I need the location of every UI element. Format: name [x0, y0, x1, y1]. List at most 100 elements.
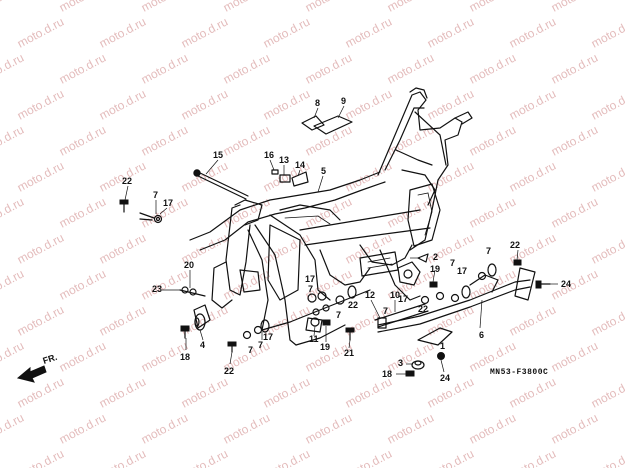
watermark-text: moto.d.ru — [589, 230, 625, 266]
callout-label: 20 — [184, 260, 194, 270]
watermark-text: moto.d.ru — [179, 446, 230, 468]
watermark-text: moto.d.ru — [589, 158, 625, 194]
watermark-text: moto.d.ru — [303, 122, 354, 158]
callout-label: 11 — [309, 334, 319, 344]
watermark-text: moto.d.ru — [467, 194, 518, 230]
watermark-text: moto.d.ru — [139, 266, 190, 302]
watermark-text: moto.d.ru — [221, 410, 272, 446]
watermark-text: moto.d.ru — [425, 14, 476, 50]
watermark-text: moto.d.ru — [507, 446, 558, 468]
callout-label: 7 — [450, 258, 455, 268]
watermark-text: moto.d.ru — [261, 14, 312, 50]
watermark-text: moto.d.ru — [303, 0, 354, 15]
watermark-text: moto.d.ru — [0, 50, 26, 86]
watermark-text: moto.d.ru — [385, 338, 436, 374]
watermark-text: moto.d.ru — [261, 446, 312, 468]
watermark-text: moto.d.ru — [549, 194, 600, 230]
watermark-text: moto.d.ru — [57, 0, 108, 15]
callout-label: 10 — [390, 290, 400, 300]
watermark-text: moto.d.ru — [0, 0, 26, 15]
callout-label: 17 — [398, 294, 408, 304]
callout-label: 17 — [163, 198, 173, 208]
callout-label: 7 — [383, 306, 388, 316]
watermark-text: moto.d.ru — [57, 194, 108, 230]
watermark-text: moto.d.ru — [467, 50, 518, 86]
callout-label: 15 — [213, 150, 223, 160]
callout-label: 17 — [305, 274, 315, 284]
callout-label: 6 — [479, 330, 484, 340]
watermark-text: moto.d.ru — [303, 50, 354, 86]
watermark-text: moto.d.ru — [425, 374, 476, 410]
watermark-text: moto.d.ru — [57, 50, 108, 86]
watermark-text: moto.d.ru — [549, 122, 600, 158]
callout-labels: 8 9 16 13 14 15 5 22 7 17 2 20 23 4 18 2… — [122, 96, 571, 383]
callout-label: 12 — [365, 290, 375, 300]
watermark-text: moto.d.ru — [139, 0, 190, 15]
callout-label: 22 — [510, 240, 520, 250]
callout-label: 7 — [248, 345, 253, 355]
callout-label: 7 — [336, 310, 341, 320]
front-direction-arrow: FR. — [16, 352, 59, 383]
watermark-text: moto.d.ru — [549, 50, 600, 86]
watermark-text: moto.d.ru — [97, 374, 148, 410]
diagram-code: MN53-F3800C — [490, 368, 548, 377]
watermark-text: moto.d.ru — [179, 374, 230, 410]
front-arrow-label: FR. — [42, 352, 59, 366]
callout-label: 7 — [308, 284, 313, 294]
callout-label: 18 — [180, 352, 190, 362]
callout-label: 24 — [561, 279, 571, 289]
frame-body — [189, 87, 536, 346]
callout-label: 7 — [153, 190, 158, 200]
watermark-text: moto.d.ru — [97, 86, 148, 122]
watermark-text: moto.d.ru — [343, 86, 394, 122]
watermark-text: moto.d.ru — [15, 302, 66, 338]
watermark-text: moto.d.ru — [97, 446, 148, 468]
callout-label: 18 — [382, 369, 392, 379]
watermark-text: moto.d.ru — [0, 122, 26, 158]
callout-label: 7 — [486, 246, 491, 256]
watermark-text: moto.d.ru — [57, 122, 108, 158]
watermark-text: moto.d.ru — [549, 338, 600, 374]
leader-lines — [124, 105, 558, 375]
callout-label: 22 — [224, 366, 234, 376]
callout-label: 16 — [264, 150, 274, 160]
callout-label: 13 — [279, 155, 289, 165]
watermark-text: moto.d.ru — [139, 50, 190, 86]
watermark-text: moto.d.ru — [589, 302, 625, 338]
watermark-text: moto.d.ru — [385, 0, 436, 15]
watermark-text: moto.d.ru — [15, 374, 66, 410]
watermark-text: moto.d.ru — [343, 14, 394, 50]
watermark-text: moto.d.ru — [261, 86, 312, 122]
watermark-text: moto.d.ru — [507, 158, 558, 194]
watermark-text: moto.d.ru — [507, 86, 558, 122]
watermark-text: moto.d.ru — [589, 446, 625, 468]
watermark-text: moto.d.ru — [179, 14, 230, 50]
watermark-text: moto.d.ru — [57, 266, 108, 302]
fasteners — [119, 115, 551, 377]
callout-label: 2 — [433, 252, 438, 262]
watermark-text: moto.d.ru — [343, 374, 394, 410]
watermark-text: moto.d.ru — [0, 338, 26, 374]
watermark-text: moto.d.ru — [549, 0, 600, 15]
watermark-text: moto.d.ru — [589, 86, 625, 122]
watermark-text: moto.d.ru — [179, 86, 230, 122]
callout-label: 17 — [457, 266, 467, 276]
callout-label: 3 — [398, 358, 403, 368]
watermark-text: moto.d.ru — [549, 410, 600, 446]
watermark-text: moto.d.ru — [57, 410, 108, 446]
watermark-text: moto.d.ru — [467, 410, 518, 446]
watermark-text: moto.d.ru — [0, 410, 26, 446]
watermark-text: moto.d.ru — [0, 194, 26, 230]
watermark-text: moto.d.ru — [343, 446, 394, 468]
watermark-text: moto.d.ru — [15, 86, 66, 122]
watermark-text: moto.d.ru — [139, 410, 190, 446]
watermark-text: moto.d.ru — [589, 14, 625, 50]
watermark-text: moto.d.ru — [221, 50, 272, 86]
watermark-text: moto.d.ru — [467, 0, 518, 15]
watermark-text: moto.d.ru — [97, 14, 148, 50]
callout-label: 21 — [344, 348, 354, 358]
watermark-text: moto.d.ru — [57, 338, 108, 374]
watermark-text: moto.d.ru — [97, 230, 148, 266]
